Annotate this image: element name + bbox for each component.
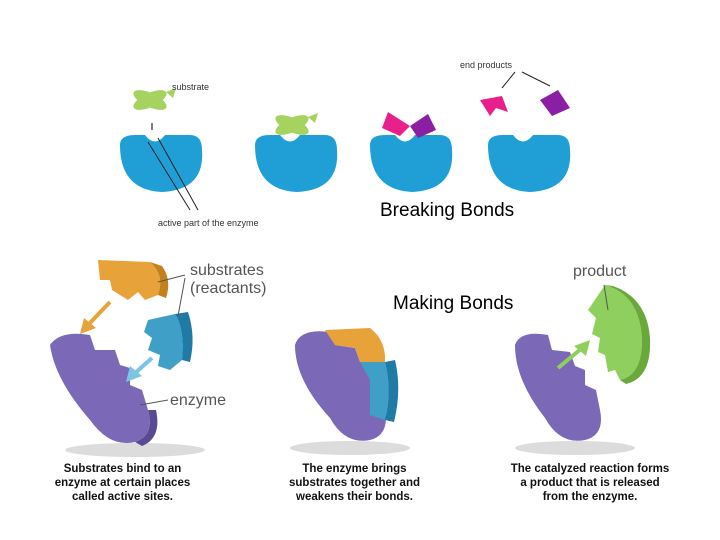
- product-label: product: [573, 263, 627, 280]
- product-shape: [588, 285, 651, 384]
- products-released: [480, 90, 570, 116]
- substrates-pointer-1: [157, 274, 186, 283]
- caption-2-line-2: substrates together and: [289, 477, 420, 489]
- making-bonds-label: Making Bonds: [393, 293, 514, 314]
- substrate-blue: [144, 312, 193, 370]
- arrow-blue: [126, 356, 154, 382]
- breaking-bonds-figure: substrate active part of the enzyme end …: [110, 50, 600, 235]
- substrate-orange: [98, 260, 169, 300]
- caption-3: The catalyzed reaction forms a product t…: [492, 462, 688, 504]
- caption-1-line-3: called active sites.: [71, 491, 173, 503]
- breaking-bonds-illustration: [120, 71, 571, 211]
- end-products-label: end products: [460, 60, 513, 70]
- caption-3-line-1: The catalyzed reaction forms: [510, 463, 670, 475]
- substrates-pointer-2: [177, 277, 186, 317]
- making-bonds-illustration: [50, 260, 651, 457]
- product-pointer: [603, 284, 609, 311]
- substrate-label: substrate: [172, 82, 210, 92]
- caption-3-line-2: a product that is released: [520, 477, 660, 489]
- shadow-3: [515, 441, 635, 455]
- active-site-label: active part of the enzyme: [158, 218, 259, 228]
- caption-1-line-1: Substrates bind to an: [63, 463, 182, 475]
- enzyme-shape-2: [255, 135, 338, 192]
- arrow-green: [556, 340, 590, 370]
- substrate-shape-1: [133, 88, 176, 110]
- substrates-label: substrates (reactants): [190, 262, 266, 298]
- enzyme-shape-panel-1: [50, 333, 158, 446]
- enzyme-shape-panel-3: [515, 333, 601, 441]
- products-bound: [382, 112, 436, 138]
- pointer-line-1: [147, 141, 191, 211]
- shadow-1: [65, 443, 205, 457]
- substrate-shape-2: [275, 113, 318, 135]
- enzyme-pointer: [139, 399, 169, 406]
- enzyme-label: enzyme: [170, 392, 227, 409]
- caption-2: The enzyme brings substrates together an…: [262, 462, 447, 504]
- end-products-pointer-2: [521, 71, 551, 87]
- substrate-orange-bound: [325, 328, 386, 366]
- caption-2-line-3: weakens their bonds.: [296, 491, 413, 503]
- substrates-label-line1: substrates: [190, 262, 264, 279]
- enzyme-shape-3: [370, 135, 453, 192]
- enzyme-shape-4: [488, 135, 571, 192]
- enzyme-shape-panel-2: [295, 331, 386, 441]
- arrow-orange: [80, 300, 112, 334]
- substrate-blue-bound: [360, 360, 399, 422]
- caption-2-line-1: The enzyme brings: [302, 463, 407, 475]
- end-products-pointer-1: [501, 71, 516, 89]
- caption-3-line-3: from the enzyme.: [542, 491, 638, 503]
- shadow-2: [290, 441, 410, 455]
- caption-1: Substrates bind to an enzyme at certain …: [30, 462, 215, 504]
- making-bonds-figure: substrates (reactants) enzyme product Su…: [30, 250, 690, 520]
- substrates-label-line2: (reactants): [190, 280, 267, 297]
- breaking-bonds-label: Breaking Bonds: [380, 200, 515, 221]
- caption-1-line-2: enzyme at certain places: [54, 477, 191, 489]
- pointer-line-2: [157, 137, 199, 211]
